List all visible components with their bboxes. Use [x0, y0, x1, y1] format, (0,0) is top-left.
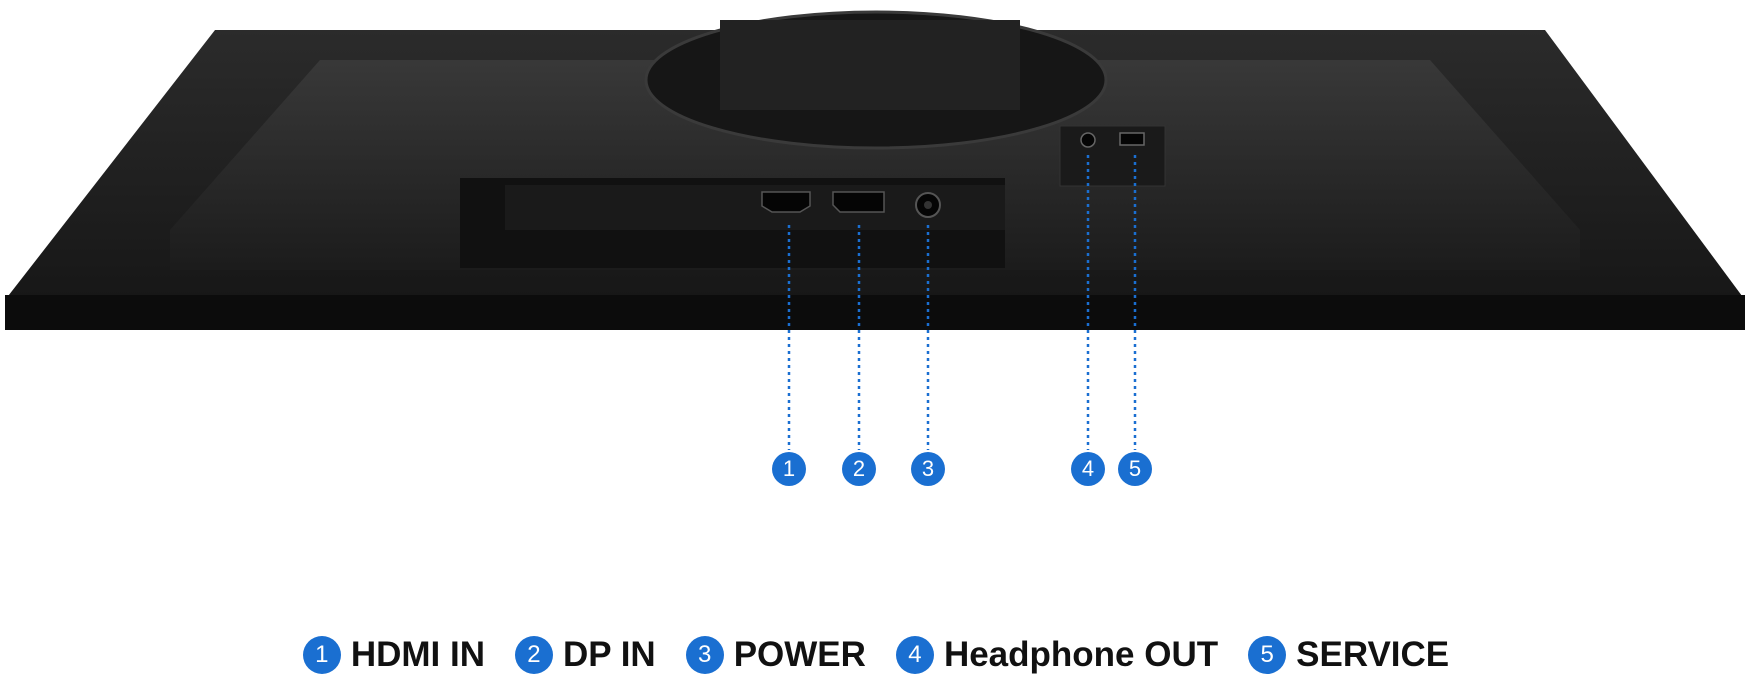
legend-item-dp-in: 2 DP IN [514, 635, 656, 675]
legend-label: HDMI IN [350, 635, 485, 674]
leader-lines [787, 155, 1137, 450]
power-jack-icon [915, 192, 941, 218]
legend-label: SERVICE [1296, 635, 1450, 674]
headphone-jack-icon [1080, 132, 1096, 148]
legend-label: Headphone OUT [943, 635, 1219, 674]
legend-item-headphone-out: 4 Headphone OUT [895, 635, 1219, 675]
usb-service-port-icon [1119, 132, 1145, 146]
vesa-plate [720, 20, 1020, 110]
legend-number: 1 [302, 636, 341, 674]
legend-label: POWER [733, 635, 866, 674]
callout-marker-3: 3 [911, 452, 945, 486]
legend-number: 4 [895, 636, 934, 674]
callout-marker-4: 4 [1071, 452, 1105, 486]
legend-item-service: 5 SERVICE [1248, 635, 1449, 675]
legend-number: 5 [1248, 636, 1287, 674]
legend-label: DP IN [562, 635, 656, 674]
legend-item-hdmi-in: 1 HDMI IN [302, 635, 485, 675]
callout-marker-5: 5 [1118, 452, 1152, 486]
callout-marker-1: 1 [772, 452, 806, 486]
monitor-bottom-edge [5, 295, 1745, 330]
side-port-block [1059, 125, 1166, 187]
legend-number: 3 [685, 636, 724, 674]
callout-marker-2: 2 [842, 452, 876, 486]
displayport-icon [832, 191, 885, 213]
hdmi-port-icon [761, 191, 811, 213]
port-legend: 1 HDMI IN 2 DP IN 3 POWER 4 Headphone OU… [0, 632, 1752, 678]
legend-item-power: 3 POWER [685, 635, 866, 675]
legend-number: 2 [514, 636, 553, 674]
